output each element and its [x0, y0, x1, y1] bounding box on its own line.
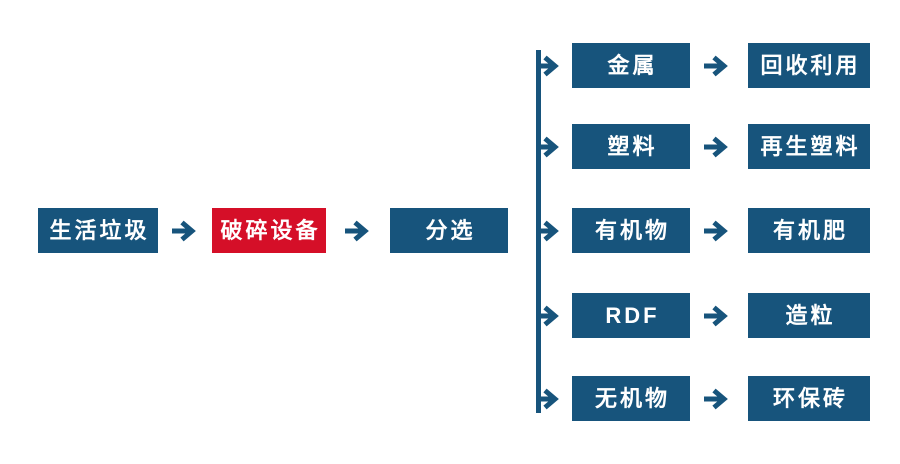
node-rdf: RDF — [572, 293, 690, 338]
node-crushing-equipment: 破碎设备 — [212, 208, 326, 253]
node-inorganic-matter: 无机物 — [572, 376, 690, 421]
node-plastic: 塑料 — [572, 124, 690, 169]
arrow-right-icon — [345, 220, 369, 242]
node-metal: 金属 — [572, 43, 690, 88]
node-sorting: 分选 — [390, 208, 508, 253]
node-eco-brick: 环保砖 — [748, 376, 870, 421]
arrow-right-icon — [172, 220, 196, 242]
arrow-right-icon — [536, 55, 559, 77]
node-granulation: 造粒 — [748, 293, 870, 338]
arrow-right-icon — [704, 136, 728, 158]
arrow-right-icon — [704, 220, 728, 242]
node-recycled-plastic: 再生塑料 — [748, 124, 870, 169]
arrow-right-icon — [536, 136, 559, 158]
arrow-right-icon — [704, 55, 728, 77]
node-organic-fertilizer: 有机肥 — [748, 208, 870, 253]
arrow-right-icon — [704, 305, 728, 327]
arrow-right-icon — [536, 388, 559, 410]
arrow-right-icon — [704, 388, 728, 410]
arrow-right-icon — [536, 305, 559, 327]
node-household-waste: 生活垃圾 — [38, 208, 158, 253]
node-recycling: 回收利用 — [748, 43, 870, 88]
node-organic-matter: 有机物 — [572, 208, 690, 253]
arrow-right-icon — [536, 220, 559, 242]
